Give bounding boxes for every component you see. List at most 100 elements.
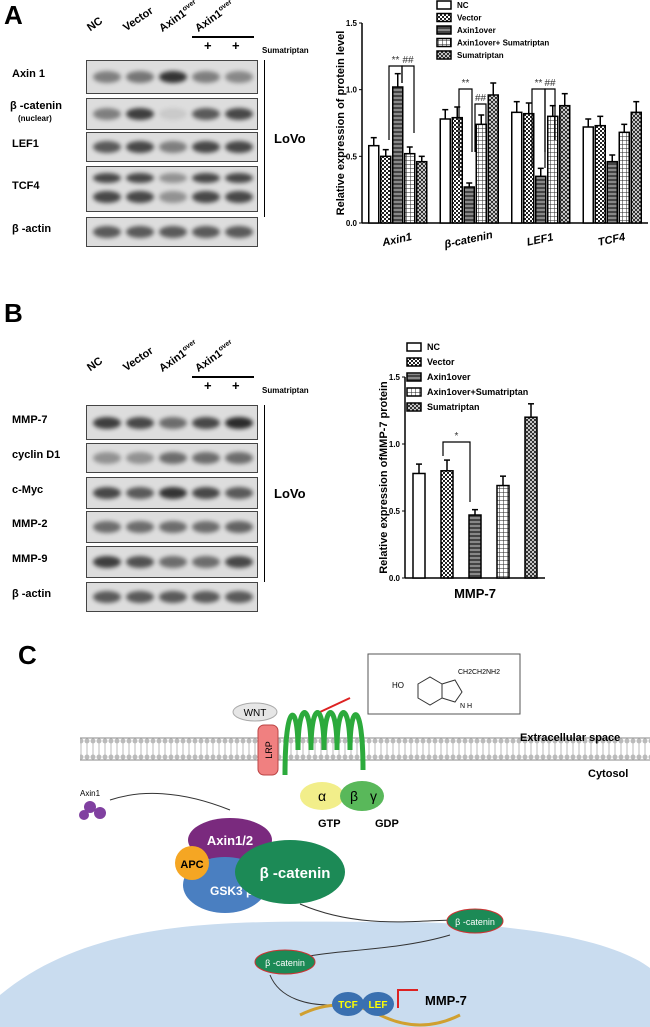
protein-band xyxy=(93,591,121,603)
bar xyxy=(594,124,606,224)
blot-row xyxy=(86,132,258,162)
protein-band xyxy=(159,556,187,568)
bar xyxy=(559,104,571,224)
blot-row xyxy=(86,511,258,543)
gdp-label: GDP xyxy=(375,818,399,830)
y-tick-label: 0.0 xyxy=(346,219,358,228)
bar xyxy=(440,470,454,579)
y-tick-label: 1.5 xyxy=(389,373,401,382)
panel-label-c: C xyxy=(18,640,37,670)
axin1-label: Axin1 xyxy=(80,789,101,798)
plus-sign: + xyxy=(204,378,212,393)
blot-row-label: β -actin xyxy=(12,223,52,235)
significance-marker: ## xyxy=(475,93,487,104)
arrow xyxy=(269,974,331,1006)
alpha-label: α xyxy=(318,788,326,804)
y-tick-label: 0.0 xyxy=(389,574,401,583)
bar xyxy=(404,152,416,224)
arrow xyxy=(299,903,456,923)
blot-row-label: cyclin D1 xyxy=(12,449,61,461)
protein-band xyxy=(159,141,187,153)
protein-band xyxy=(126,556,154,568)
blot-row-label: MMP-2 xyxy=(12,518,48,530)
beta-catenin-label: β -catenin xyxy=(455,917,495,927)
significance-bracket xyxy=(458,88,473,176)
extracellular-label: Extracellular space xyxy=(520,732,620,744)
legend-swatch xyxy=(406,402,422,412)
protein-band xyxy=(225,521,253,533)
protein-band xyxy=(93,71,121,83)
bar xyxy=(475,123,487,224)
protein-band xyxy=(159,452,187,464)
protein-band xyxy=(159,226,187,238)
x-tick-label: MMP-7 xyxy=(454,586,496,601)
blot-row xyxy=(86,477,258,509)
protein-band xyxy=(192,141,220,153)
arrow xyxy=(309,934,451,957)
y-tick-label: 0.5 xyxy=(346,152,358,161)
bar xyxy=(468,514,482,579)
mmp7-label: MMP-7 xyxy=(425,993,467,1008)
protein-band xyxy=(126,141,154,153)
blot-row xyxy=(86,443,258,473)
legend-label: Axin1over xyxy=(427,372,471,382)
lane-label: Axin1over xyxy=(157,0,201,35)
lane-label: Vector xyxy=(121,5,155,34)
significance-bracket xyxy=(544,88,556,168)
legend-swatch xyxy=(436,0,452,10)
protein-band xyxy=(159,591,187,603)
chain-label: CH2CH2NH2 xyxy=(458,669,500,676)
protein-band xyxy=(192,191,220,203)
protein-band xyxy=(93,487,121,499)
divider xyxy=(192,376,254,378)
lane-text: Vector xyxy=(121,4,156,34)
legend-label: Axin1over+ Sumatriptan xyxy=(457,39,549,48)
y-axis-label: Relative expression ofMMP-7 protein xyxy=(378,381,390,574)
significance-marker: ** xyxy=(462,78,470,89)
y-tick-label: 1.0 xyxy=(389,440,401,449)
nuclear-label: (nuclear) xyxy=(18,114,52,123)
protein-band xyxy=(225,108,253,120)
significance-bracket xyxy=(474,103,487,152)
protein-band xyxy=(126,487,154,499)
protein-band xyxy=(159,108,187,120)
beta-label: β xyxy=(350,788,358,804)
bar xyxy=(618,131,630,224)
protein-band xyxy=(93,191,121,203)
blot-row-label: TCF4 xyxy=(12,180,40,192)
apc xyxy=(175,846,209,880)
lrp-receptor: LRP xyxy=(257,724,279,776)
protein-band xyxy=(192,452,220,464)
x-tick-label: Axin1 xyxy=(380,231,413,249)
protein-band xyxy=(93,173,121,183)
lane-label: Vector xyxy=(121,345,155,374)
transcription-arrow xyxy=(397,989,418,1008)
bar xyxy=(582,126,594,224)
beta-catenin-label: β -catenin xyxy=(265,958,305,968)
x-tick-label: LEF1 xyxy=(526,231,555,248)
axin12-label: Axin1/2 xyxy=(207,833,253,848)
blot-row xyxy=(86,546,258,578)
bar xyxy=(535,175,547,224)
panel-label-b: B xyxy=(4,298,23,328)
plus-sign: + xyxy=(204,38,212,53)
gtp-label: GTP xyxy=(318,818,341,830)
legend-swatch xyxy=(406,342,422,352)
x-tick-label: β-catenin xyxy=(442,229,494,251)
legend-label: Axin1over xyxy=(457,26,496,35)
blot-row xyxy=(86,60,258,94)
bar xyxy=(487,94,499,224)
beta-catenin-label: β -catenin xyxy=(260,865,331,882)
protein-band xyxy=(225,452,253,464)
protein-band xyxy=(225,556,253,568)
sumatriptan-label: Sumatriptan xyxy=(262,386,309,395)
gamma-label: γ xyxy=(370,788,377,804)
legend-swatch xyxy=(436,37,452,48)
protein-band xyxy=(192,521,220,533)
wnt-cloud: WNT xyxy=(232,702,278,722)
significance-marker: ** xyxy=(535,78,543,89)
beta-catenin-nuclear xyxy=(254,949,316,975)
protein-band xyxy=(93,452,121,464)
bar xyxy=(380,155,392,224)
